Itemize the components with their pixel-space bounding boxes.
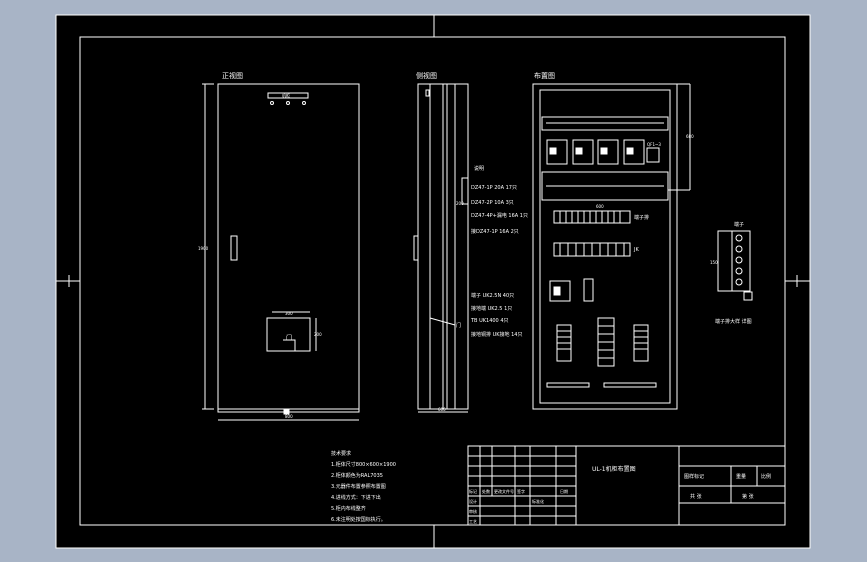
title-sheet: 共 张 [690, 493, 702, 500]
note-item: 1.柜体尺寸800×600×1900 [331, 461, 396, 468]
note-item: 5.柜内布线整齐 [331, 505, 366, 512]
note-item: 6.未注明处按国标执行。 [331, 516, 386, 523]
side-dim-200: 200 [456, 201, 464, 206]
note-item: 3.元器件布置参照布置图 [331, 483, 386, 490]
side-depth-dim: 600 [438, 407, 446, 412]
front-view[interactable]: 正视图 机柜 300 200 门 1900 800 [198, 71, 360, 421]
bom-line: 接地端 UK2.5 1只 [471, 305, 512, 312]
side-view-title: 侧视图 [416, 71, 437, 80]
left-row: 审核 [469, 508, 477, 514]
relay-row [553, 242, 631, 257]
left-header: 标记 [469, 488, 477, 494]
title-cell: 图样标记 [684, 473, 704, 480]
drawing-name: UL-1机柜布置图 [592, 465, 636, 473]
notes-title: 技术要求 [331, 450, 351, 457]
bom-title: 说明 [474, 165, 484, 172]
bom-line: TB UK1400 4只 [470, 318, 509, 324]
bom-line: 端子 UK2.5N 40只 [471, 292, 514, 299]
layout-view-title: 布置图 [534, 71, 555, 80]
centering-marks [56, 15, 810, 548]
left-row: 设计 [469, 498, 477, 504]
side-arrow-label: 门 [456, 322, 461, 329]
detail-title: 端子 [734, 221, 744, 228]
layout-view[interactable]: 布置图 QF1~3 680 600 [532, 71, 694, 410]
title-block[interactable]: UL-1机柜布置图 图样标记 重量 比例 共 张 第 张 标记 处数 更改文件号… [467, 445, 786, 526]
terminal-row-label: 端子排 [634, 214, 649, 221]
breaker-row [546, 139, 660, 165]
terminal-block-row [553, 210, 631, 224]
left-header: 处数 [482, 488, 490, 494]
bom-line: 接地铜排 UK接地 14只 [471, 331, 522, 338]
detail-dim: 150 [710, 260, 718, 265]
left-header: 更改文件号 [494, 488, 514, 494]
front-view-title: 正视图 [222, 71, 243, 80]
side-view[interactable]: 侧视图 门 600 200 [413, 71, 469, 413]
bom-list: 说明 DZ47-1P 20A 17只 DZ47-2P 10A 3只 DZ47-4… [470, 165, 528, 338]
detail-caption: 端子排大样 详图 [715, 318, 752, 325]
front-height-dim: 1900 [198, 246, 209, 251]
layout-dim-680: 680 [686, 134, 694, 139]
cutout-label: 门 [286, 334, 292, 342]
terminal-columns [556, 317, 649, 367]
bom-line: DZ47-4P+漏电 16A 1只 [471, 212, 528, 219]
bom-line: 接DZ47-1P 16A 2只 [471, 228, 519, 235]
front-width-dim: 800 [285, 414, 293, 419]
note-item: 4.进线方式：下进下出 [331, 494, 381, 501]
title-cell: 重量 [736, 473, 746, 480]
title-sheet: 第 张 [742, 493, 754, 500]
terminal-detail[interactable]: 端子 150 端子排大样 详图 [710, 221, 753, 325]
technical-notes: 技术要求 1.柜体尺寸800×600×1900 2.柜体颜色为RAL7035 3… [331, 450, 396, 523]
left-header: 日期 [560, 488, 568, 494]
relay-row-label: JK [633, 247, 639, 253]
left-header: 签字 [517, 488, 525, 494]
drawing-sheet [55, 14, 811, 549]
front-panel-label: 机柜 [282, 92, 290, 98]
breaker-group-label: QF1~3 [647, 142, 661, 147]
title-cell: 比例 [761, 473, 771, 480]
left-row: 标准化 [532, 498, 544, 504]
cutout-width-dim: 300 [285, 311, 293, 316]
cutout-height-dim: 200 [314, 332, 322, 337]
bom-line: DZ47-2P 10A 3只 [471, 200, 514, 206]
layout-dim-top: 600 [596, 204, 604, 209]
bom-line: DZ47-1P 20A 17只 [471, 185, 517, 191]
note-item: 2.柜体颜色为RAL7035 [331, 472, 383, 479]
left-row: 工艺 [469, 519, 477, 524]
